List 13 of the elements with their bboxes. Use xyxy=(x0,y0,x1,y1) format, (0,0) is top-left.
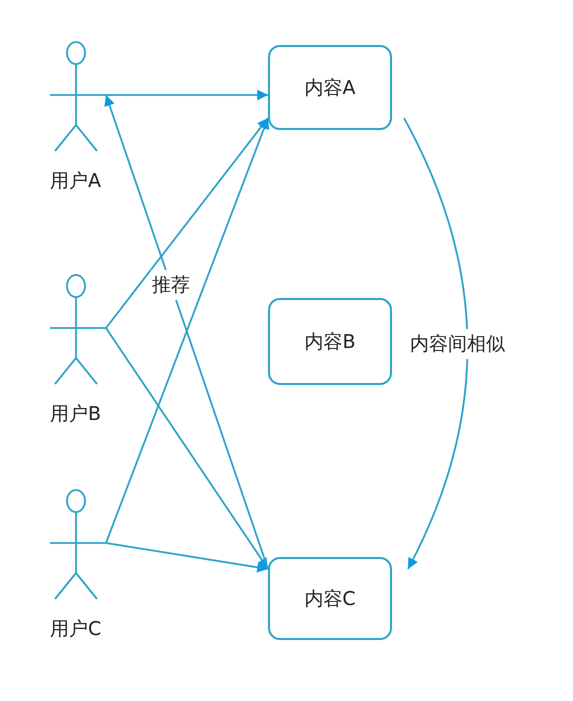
user-label: 用户C xyxy=(50,617,102,642)
curved-arrow xyxy=(403,118,468,570)
arrow xyxy=(106,90,268,100)
content-box: 内容C xyxy=(268,557,392,640)
content-box: 内容A xyxy=(268,45,392,130)
arrow xyxy=(106,542,268,573)
user-label: 用户A xyxy=(50,169,101,194)
edge-label: 内容间相似 xyxy=(409,328,506,358)
arrow xyxy=(105,117,269,329)
content-box: 内容B xyxy=(268,298,392,385)
user-label: 用户B xyxy=(50,402,102,427)
arrow xyxy=(105,328,269,570)
edge-label: 推荐 xyxy=(150,270,191,300)
